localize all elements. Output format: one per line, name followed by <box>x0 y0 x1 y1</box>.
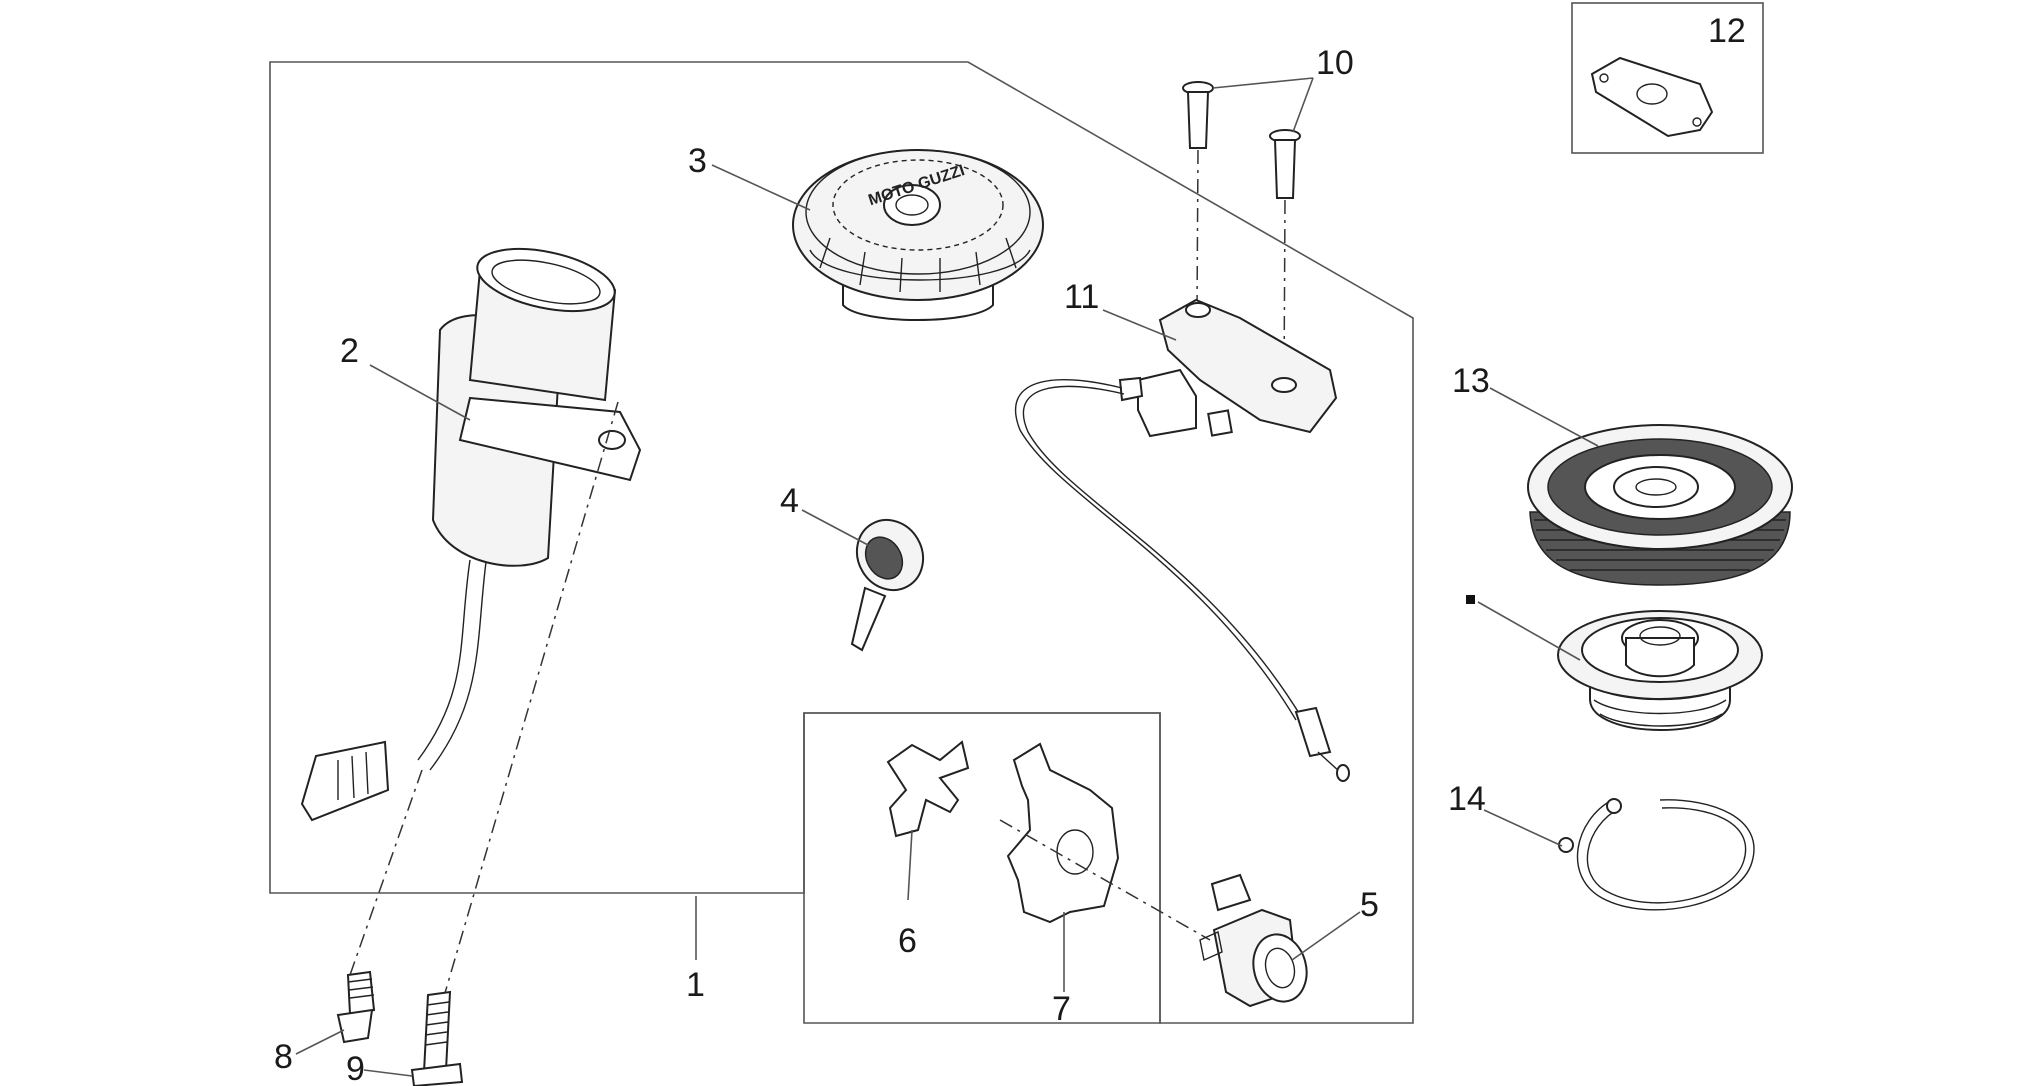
bracket-plate-7 <box>1006 742 1120 924</box>
callout-6: 6 <box>898 922 917 960</box>
kit-frame-lock <box>803 712 1161 1024</box>
ignition-switch-2 <box>300 247 642 822</box>
gasket-12 <box>1590 56 1714 138</box>
callout-12: 12 <box>1708 12 1746 50</box>
callout-4: 4 <box>780 482 799 520</box>
callout-5: 5 <box>1360 886 1379 924</box>
fuel-cap-13 <box>1527 424 1793 586</box>
callout-13: 13 <box>1452 362 1490 400</box>
callout-2: 2 <box>340 332 359 370</box>
bolt-9 <box>410 990 464 1086</box>
callout-14: 14 <box>1448 780 1486 818</box>
leader-lines <box>295 77 1599 1077</box>
callout-10: 10 <box>1316 44 1354 82</box>
clip-6 <box>886 740 970 838</box>
sensor-bracket-11 <box>1014 298 1350 782</box>
callout-1: 1 <box>686 966 705 1004</box>
callout-7: 7 <box>1052 990 1071 1028</box>
filler-neck <box>1557 610 1763 731</box>
callout-8: 8 <box>274 1038 293 1076</box>
callout-3: 3 <box>688 142 707 180</box>
callout-9: 9 <box>346 1050 365 1086</box>
lock-cylinder-5 <box>1199 873 1308 1008</box>
screws-10 <box>1182 81 1301 199</box>
key-4 <box>850 518 925 652</box>
frame-12 <box>1571 2 1764 154</box>
circlip-14 <box>1558 798 1755 911</box>
callout-11: 11 <box>1064 278 1099 316</box>
fuel-cap-3 <box>792 149 1044 321</box>
asterisk-marker <box>1466 595 1475 604</box>
stud-8 <box>336 970 376 1044</box>
